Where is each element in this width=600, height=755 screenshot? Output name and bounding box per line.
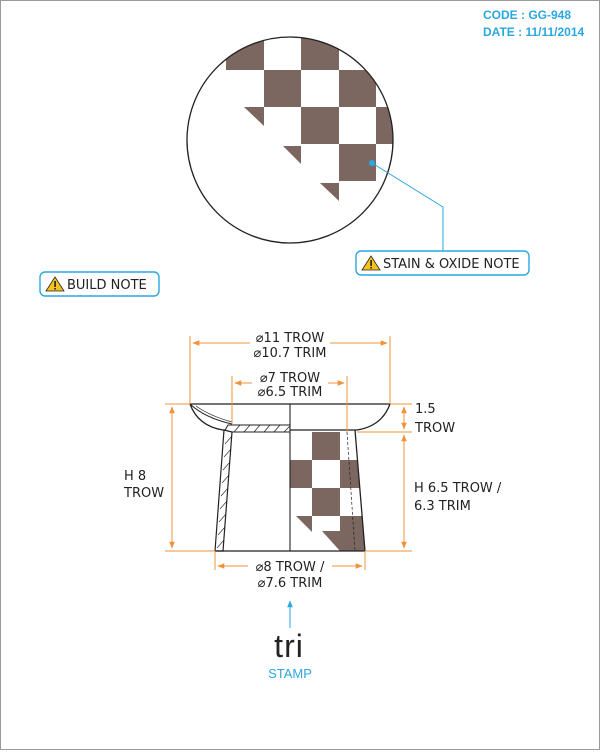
stain-leader-dot bbox=[369, 160, 375, 166]
inner-diameter-trim: ⌀6.5 TRIM bbox=[258, 385, 323, 400]
rim-diameter-trim: ⌀10.7 TRIM bbox=[254, 346, 327, 361]
lip-height-value: 1.5 bbox=[415, 402, 436, 417]
cup-cross-section bbox=[189, 403, 391, 552]
rim-diameter-trow: ⌀11 TROW bbox=[256, 331, 325, 346]
total-height-value: H 8 bbox=[124, 469, 146, 484]
warning-triangle-icon bbox=[45, 276, 65, 292]
body-height-trim: 6.3 TRIM bbox=[414, 499, 471, 514]
drawing-date: DATE : 11/11/2014 bbox=[483, 25, 585, 39]
build-note: BUILD NOTE bbox=[39, 271, 160, 297]
warning-triangle-icon bbox=[361, 255, 381, 271]
stamp-mark: tri bbox=[274, 628, 304, 664]
stain-leader-line bbox=[371, 162, 444, 252]
inner-diameter-trow: ⌀7 TROW bbox=[260, 371, 320, 386]
drawing-code: CODE : GG-948 bbox=[483, 8, 571, 22]
lip-height-unit: TROW bbox=[414, 421, 455, 436]
stain-detail-circle bbox=[186, 36, 394, 244]
stain-oxide-note-label: STAIN & OXIDE NOTE bbox=[383, 257, 520, 272]
stain-oxide-note: STAIN & OXIDE NOTE bbox=[355, 250, 530, 276]
total-height-unit: TROW bbox=[123, 486, 164, 501]
base-diameter-trow: ⌀8 TROW / bbox=[256, 560, 325, 575]
body-height-trow: H 6.5 TROW / bbox=[414, 481, 502, 496]
build-note-label: BUILD NOTE bbox=[67, 278, 147, 293]
stamp-label: STAMP bbox=[268, 666, 312, 681]
base-diameter-trim: ⌀7.6 TRIM bbox=[258, 576, 323, 591]
